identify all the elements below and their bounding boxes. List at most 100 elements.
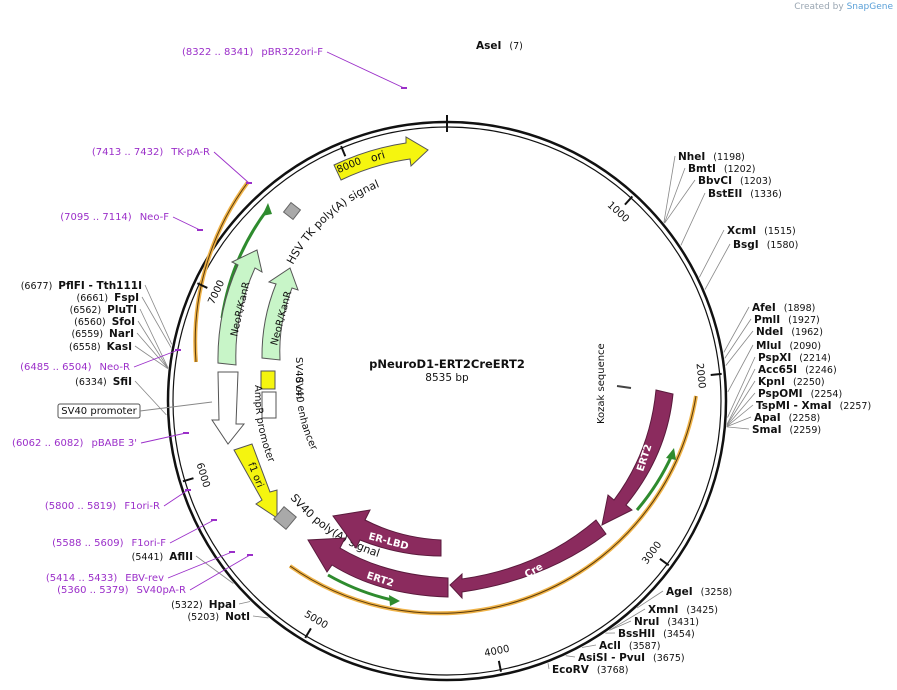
primer-name: F1ori-F <box>132 538 167 549</box>
site-name: TspMI - XmaI <box>756 400 832 412</box>
site-leader <box>609 620 632 631</box>
site-name: NotI <box>225 611 250 623</box>
primer-range: (5360 .. 5379) <box>57 585 129 596</box>
cre-feature <box>449 519 607 600</box>
site-leader <box>252 615 269 619</box>
sv40-ori-label: SV40 ori <box>293 357 304 399</box>
site-position: (6559) <box>71 329 103 340</box>
site-name: PmlI <box>754 314 780 326</box>
site-leader <box>727 356 756 418</box>
site-name: EcoRV <box>552 664 590 676</box>
site-name: BmtI <box>688 163 716 175</box>
kozak-label: Kozak sequence <box>596 343 607 424</box>
site-leader <box>636 590 664 609</box>
site-name: BsgI <box>733 239 759 251</box>
primer-leader <box>140 432 187 444</box>
site-position: (2259) <box>790 425 822 436</box>
plasmid-name: pNeuroD1-ERT2CreERT2 <box>369 357 525 371</box>
hsv-tk-text: HSV TK poly(A) signal <box>284 177 381 266</box>
primer-name: pBABE 3' <box>91 438 137 449</box>
site-name: AseI <box>476 40 501 52</box>
tick-mark <box>659 557 670 567</box>
site-position: (5441) <box>132 552 164 563</box>
tick-label: 2000 <box>694 363 707 389</box>
tick-mark <box>196 282 208 289</box>
site-leader <box>134 380 167 416</box>
site-leader <box>139 308 169 368</box>
site-position: (6677) <box>21 281 53 292</box>
site-position: (3454) <box>663 629 695 640</box>
site-leader <box>680 192 706 246</box>
site-leader <box>725 330 754 366</box>
site-position: (6661) <box>77 293 109 304</box>
primer-range: (6485 .. 6504) <box>20 362 92 373</box>
site-position: (3258) <box>701 587 733 598</box>
site-leader <box>726 380 756 426</box>
site-leader <box>581 644 597 648</box>
snapgene-brand: SnapGene <box>846 2 893 12</box>
site-position: (2246) <box>805 365 837 376</box>
primer-leader <box>326 51 405 89</box>
site-leader <box>727 344 754 393</box>
site-position: (1515) <box>764 226 796 237</box>
site-name: PspOMI <box>758 388 803 400</box>
site-name: BstEII <box>708 188 742 200</box>
site-name: KpnI <box>758 376 785 388</box>
credit-prefix: Created by <box>794 2 844 12</box>
primer-name: pBR322ori-F <box>261 47 323 58</box>
green-arrow-left-head <box>262 203 272 216</box>
site-name: XmnI <box>648 604 678 616</box>
ert2-inner-feature <box>307 537 449 598</box>
hsv-tk-label: HSV TK poly(A) signal <box>284 177 381 266</box>
site-leader <box>565 655 576 658</box>
site-leader <box>141 296 172 348</box>
primer-leader <box>167 551 233 579</box>
kozak-marker <box>616 385 632 389</box>
site-name: PspXI <box>758 352 791 364</box>
primer-leader <box>213 151 250 184</box>
ampr-promoter-feature <box>211 371 246 445</box>
site-position: (1927) <box>788 315 820 326</box>
site-position: (6334) <box>75 377 107 388</box>
sv40-promoter-leader <box>139 401 213 412</box>
site-leader <box>238 601 251 605</box>
site-position: (1203) <box>740 176 772 187</box>
site-position: (2250) <box>793 377 825 388</box>
site-leader <box>726 392 756 427</box>
site-leader <box>726 404 754 427</box>
site-leader <box>726 368 756 425</box>
primer-name: Neo-F <box>140 212 170 223</box>
site-name: MluI <box>756 340 781 352</box>
site-name: SmaI <box>752 424 782 436</box>
tick-label: 4000 <box>483 644 510 660</box>
site-position: (1962) <box>791 327 823 338</box>
f1-ori-feature <box>233 443 278 519</box>
site-leader <box>664 167 686 224</box>
site-name: NdeI <box>756 326 783 338</box>
site-name: AgeI <box>666 586 693 598</box>
site-name: NheI <box>678 151 705 163</box>
site-leader <box>136 332 169 369</box>
site-name: NarI <box>109 328 134 340</box>
neo-inner-feature <box>261 267 299 361</box>
site-leader <box>134 345 169 369</box>
sv40-enhancer-box <box>261 391 277 419</box>
primer-leader <box>172 216 201 231</box>
site-position: (3431) <box>667 617 699 628</box>
neo-outer-feature <box>217 249 263 366</box>
green-arrow-bottom <box>327 573 393 602</box>
site-leader <box>724 318 752 359</box>
site-name: ApaI <box>754 412 781 424</box>
site-leader <box>547 663 550 670</box>
orange-arc-left-core <box>194 181 249 363</box>
primer-name: F1ori-R <box>124 501 160 512</box>
site-leader <box>610 608 646 631</box>
ori-label: ori <box>369 148 386 165</box>
primer-range: (5800 .. 5819) <box>45 501 117 512</box>
site-leader <box>664 179 696 224</box>
site-leader <box>723 306 750 353</box>
site-position: (2090) <box>789 341 821 352</box>
primer-name: Neo-R <box>100 362 131 373</box>
ori-feature <box>333 136 429 181</box>
sv40-polya-box <box>273 506 297 530</box>
